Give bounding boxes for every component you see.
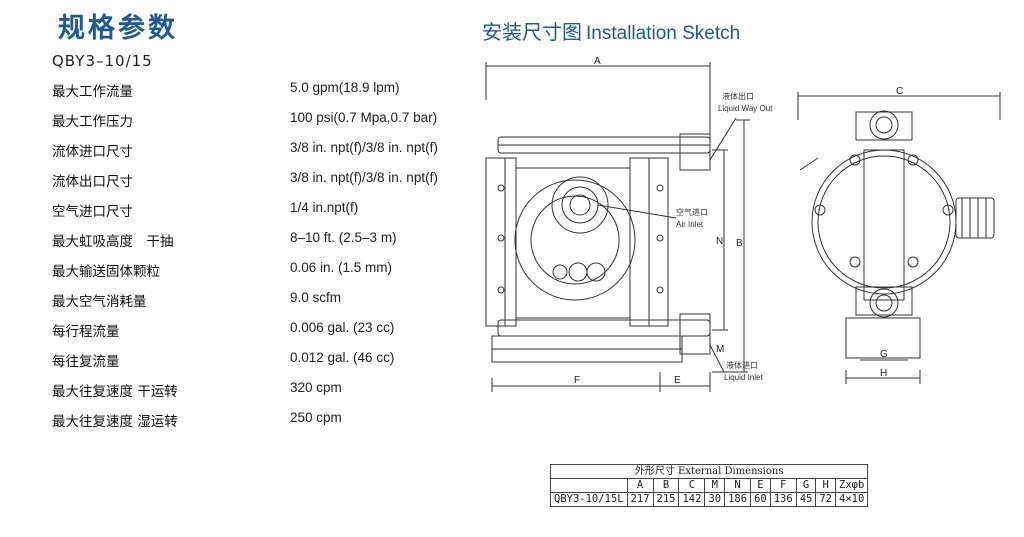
spec-label: 流体出口尺寸 [52,174,133,190]
table-header-cell: G [795,478,817,493]
spec-label: 每往复流量 [52,354,120,370]
model-number: QBY3–10/15 [52,52,153,70]
page-title: 规格参数 [58,13,178,44]
dim-label-g: G [880,349,888,360]
air-inlet-label-en: Air Inlet [676,220,704,229]
spec-value: 0.006 gal. (23 cc) [290,320,395,335]
spec-row: 最大输送固体颗粒 0.06 in. (1.5 mm) [52,260,452,282]
spec-value: 100 psi(0.7 Mpa,0.7 bar) [290,110,438,125]
table-cell: 72 [815,492,837,507]
spec-value: 0.012 gal. (46 cc) [290,350,395,365]
dim-label-c: C [896,86,903,97]
table-cell: 30 [704,492,726,507]
table-cell: 186 [724,492,752,507]
spec-label: 最大输送固体颗粒 [52,264,160,280]
spec-row: 每往复流量 0.012 gal. (46 cc) [52,350,452,372]
sketch-title-cn: 安装尺寸图 [482,20,582,44]
liquid-inlet-label-en: Liquid Inlet [724,373,763,382]
spec-row: 流体进口尺寸 3/8 in. npt(f)/3/8 in. npt(f) [52,140,452,162]
spec-label: 最大往复速度 湿运转 [52,414,178,430]
spec-row: 空气进口尺寸 1/4 in.npt(f) [52,200,452,222]
spec-value: 9.0 scfm [290,290,342,305]
spec-label: 最大虹吸高度 干抽 [52,234,174,250]
spec-label: 每行程流量 [52,324,120,340]
spec-label: 流体进口尺寸 [52,144,133,160]
spec-row: 最大往复速度 干运转 320 cpm [52,380,452,402]
spec-value: 3/8 in. npt(f)/3/8 in. npt(f) [290,140,438,155]
spec-row: 最大往复速度 湿运转 250 cpm [52,410,452,432]
table-cell: 4×10 [835,492,869,507]
spec-value: 1/4 in.npt(f) [290,200,359,215]
table-header-cell: E [750,478,771,493]
spec-row: 最大空气消耗量 9.0 scfm [52,290,452,312]
spec-label: 最大工作流量 [52,84,133,100]
spec-label: 最大工作压力 [52,114,133,130]
table-corner-cell [550,478,628,493]
air-inlet-label-cn: 空气进口 [676,207,708,217]
table-header-cell: H [815,478,837,493]
spec-value: 250 cpm [290,410,342,425]
table-cell: 136 [769,492,797,507]
spec-value: 5.0 gpm(18.9 lpm) [290,80,400,95]
dim-label-b: B [736,238,743,249]
table-caption: 外形尺寸 External Dimensions [549,464,869,479]
outlet-label-en: Liquid Way Out [718,104,773,113]
spec-label: 最大空气消耗量 [52,294,147,310]
spec-value: 3/8 in. npt(f)/3/8 in. npt(f) [290,170,438,185]
table-header-cell: M [704,478,726,493]
spec-row: 最大虹吸高度 干抽 8–10 ft. (2.5–3 m) [52,230,452,252]
dim-label-h: H [880,368,887,379]
table-model-cell: QBY3-10/15L [550,492,628,507]
spec-value: 320 cpm [290,380,342,395]
spec-row: 最大工作压力 100 psi(0.7 Mpa,0.7 bar) [52,110,452,132]
table-header-cell: A [626,478,654,493]
dim-label-n: N [716,236,723,247]
table-header-cell: Zxφb [835,478,869,493]
table-cell: 215 [652,492,680,507]
dim-label-e: E [674,375,681,386]
table-header-cell: B [652,478,680,493]
spec-value: 8–10 ft. (2.5–3 m) [290,230,397,245]
dim-label-a: A [594,56,601,67]
dim-label-m: M [716,344,724,355]
spec-label: 最大往复速度 干运转 [52,384,178,400]
spec-row: 流体出口尺寸 3/8 in. npt(f)/3/8 in. npt(f) [52,170,452,192]
table-cell: 142 [678,492,706,507]
spec-row: 最大工作流量 5.0 gpm(18.9 lpm) [52,80,452,102]
table-header-cell: N [724,478,752,493]
table-cell: 217 [626,492,654,507]
spec-row: 每行程流量 0.006 gal. (23 cc) [52,320,452,342]
dim-label-f: F [574,375,580,386]
spec-value: 0.06 in. (1.5 mm) [290,260,393,275]
table-header-cell: F [769,478,797,493]
table-cell: 45 [795,492,817,507]
outlet-label-cn: 液体出口 [722,91,754,101]
liquid-inlet-label-cn: 液体进口 [726,360,758,370]
table-header-cell: C [678,478,706,493]
table-cell: 60 [750,492,771,507]
sketch-title-en: Installation Sketch [586,23,741,44]
spec-label: 空气进口尺寸 [52,204,133,220]
